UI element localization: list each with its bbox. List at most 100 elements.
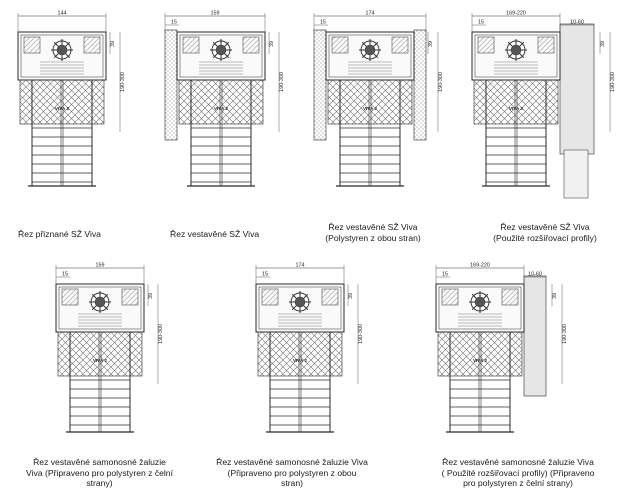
polystyrene-right xyxy=(413,29,427,141)
head-box-inner xyxy=(20,34,104,78)
gear-tooth xyxy=(483,305,489,311)
caption-line: (Polystyren z obou stran) xyxy=(325,232,421,243)
gear-tooth xyxy=(103,305,109,311)
gear-tooth xyxy=(471,293,477,299)
lattice-body xyxy=(257,331,343,377)
dim-39: 39 xyxy=(600,41,606,47)
gear-hub xyxy=(364,44,376,56)
gear-tooth xyxy=(507,41,513,47)
lattice-body xyxy=(178,79,264,125)
caption-line: pro polystyren z čelní strany) xyxy=(463,478,573,489)
head-box-inner xyxy=(58,286,142,330)
lattice-body xyxy=(327,79,413,125)
brand-label: VIVA 2 xyxy=(214,106,228,111)
caption-line: Řez přiznané SŽ Viva xyxy=(18,229,101,239)
gear-tooth xyxy=(224,53,230,59)
chamber-right xyxy=(121,288,139,306)
chamber-left xyxy=(61,288,79,306)
chamber-right xyxy=(242,36,260,54)
head-box-inner xyxy=(438,286,522,330)
gear-tooth xyxy=(519,41,525,47)
dim-190-300: 190-300 xyxy=(562,324,568,344)
brand-label: VIVA 2 xyxy=(363,106,377,111)
chamber-right xyxy=(537,36,555,54)
width-dimension: 169-220 xyxy=(506,11,526,17)
lattice-body xyxy=(473,79,559,125)
dim-10-60: 10-60 xyxy=(570,20,584,26)
dim-15: 15 xyxy=(442,272,448,278)
dim-39: 39 xyxy=(348,293,354,299)
gear-tooth xyxy=(103,293,109,299)
dim-10-60: 10-60 xyxy=(528,272,542,278)
chamber-right xyxy=(321,288,339,306)
chamber-left xyxy=(261,288,279,306)
width-dimension: 159 xyxy=(96,263,105,269)
caption-line: Viva (Připraveno pro polystyren z čelní xyxy=(26,467,173,478)
caption-line: ( Použité rozšiřovací profily) (Připrave… xyxy=(441,467,595,478)
gear-tooth xyxy=(53,41,59,47)
gear-tooth xyxy=(212,41,218,47)
caption-line: Řez vestavěné samonosné žaluzie Viva xyxy=(216,457,368,467)
chamber-right xyxy=(391,36,409,54)
dim-15: 15 xyxy=(320,20,326,26)
dim-39: 39 xyxy=(269,41,275,47)
extension-wall xyxy=(559,23,595,155)
dim-39: 39 xyxy=(552,293,558,299)
extension-lower xyxy=(563,149,589,199)
lattice-body xyxy=(19,79,105,125)
gear-tooth xyxy=(519,53,525,59)
gear-tooth xyxy=(361,41,367,47)
gear-tooth xyxy=(303,305,309,311)
gear-tooth xyxy=(507,53,513,59)
dim-39: 39 xyxy=(148,293,154,299)
chamber-left xyxy=(441,288,459,306)
brand-label: VIVA 2 xyxy=(55,106,69,111)
head-box-inner xyxy=(474,34,558,78)
dim-190-300: 190-300 xyxy=(358,324,364,344)
chamber-left xyxy=(331,36,349,54)
dim-15: 15 xyxy=(62,272,68,278)
gear-tooth xyxy=(361,53,367,59)
caption-line: Řez vestavěné SŽ Viva xyxy=(328,222,418,232)
caption-line: Řez vestavěné samonosné žaluzie xyxy=(33,457,166,467)
caption-s2: Řez vestavěné SŽ Viva xyxy=(170,229,320,240)
dim-39: 39 xyxy=(110,41,116,47)
gear-tooth xyxy=(91,305,97,311)
gear-tooth xyxy=(291,305,297,311)
caption-line: Řez vestavěné SŽ Viva xyxy=(500,222,590,232)
gear-tooth xyxy=(224,41,230,47)
brand-label: VIVA 2 xyxy=(473,358,487,363)
caption-line: Řez vestavěné samonosné žaluzie Viva xyxy=(442,457,594,467)
head-box-inner xyxy=(179,34,263,78)
caption-line: (Použité rozšiřovací profily) xyxy=(493,232,597,243)
gear-tooth xyxy=(483,293,489,299)
brand-label: VIVA 2 xyxy=(93,358,107,363)
lattice-body xyxy=(437,331,523,377)
dim-15: 15 xyxy=(262,272,268,278)
dim-190-300: 190-300 xyxy=(158,324,164,344)
gear-tooth xyxy=(65,53,71,59)
dim-190-300: 190-300 xyxy=(438,72,444,92)
dim-190-300: 190-300 xyxy=(279,72,285,92)
caption-line: strany) xyxy=(86,478,113,489)
gear-hub xyxy=(94,296,106,308)
dim-15: 15 xyxy=(478,20,484,26)
gear-tooth xyxy=(65,41,71,47)
brand-label: VIVA 2 xyxy=(509,106,523,111)
gear-hub xyxy=(56,44,68,56)
width-dimension: 144 xyxy=(58,11,67,17)
dim-15: 15 xyxy=(171,20,177,26)
gear-tooth xyxy=(303,293,309,299)
caption-line: Řez vestavěné SŽ Viva xyxy=(170,229,260,239)
caption-line: (Připraveno pro polystyren z obou xyxy=(227,467,357,478)
polystyrene-left xyxy=(313,29,327,141)
dim-190-300: 190-300 xyxy=(120,72,126,92)
gear-hub xyxy=(474,296,486,308)
section-drawing-s5: VIVA 2 159 15 39 190-300 xyxy=(55,263,164,433)
